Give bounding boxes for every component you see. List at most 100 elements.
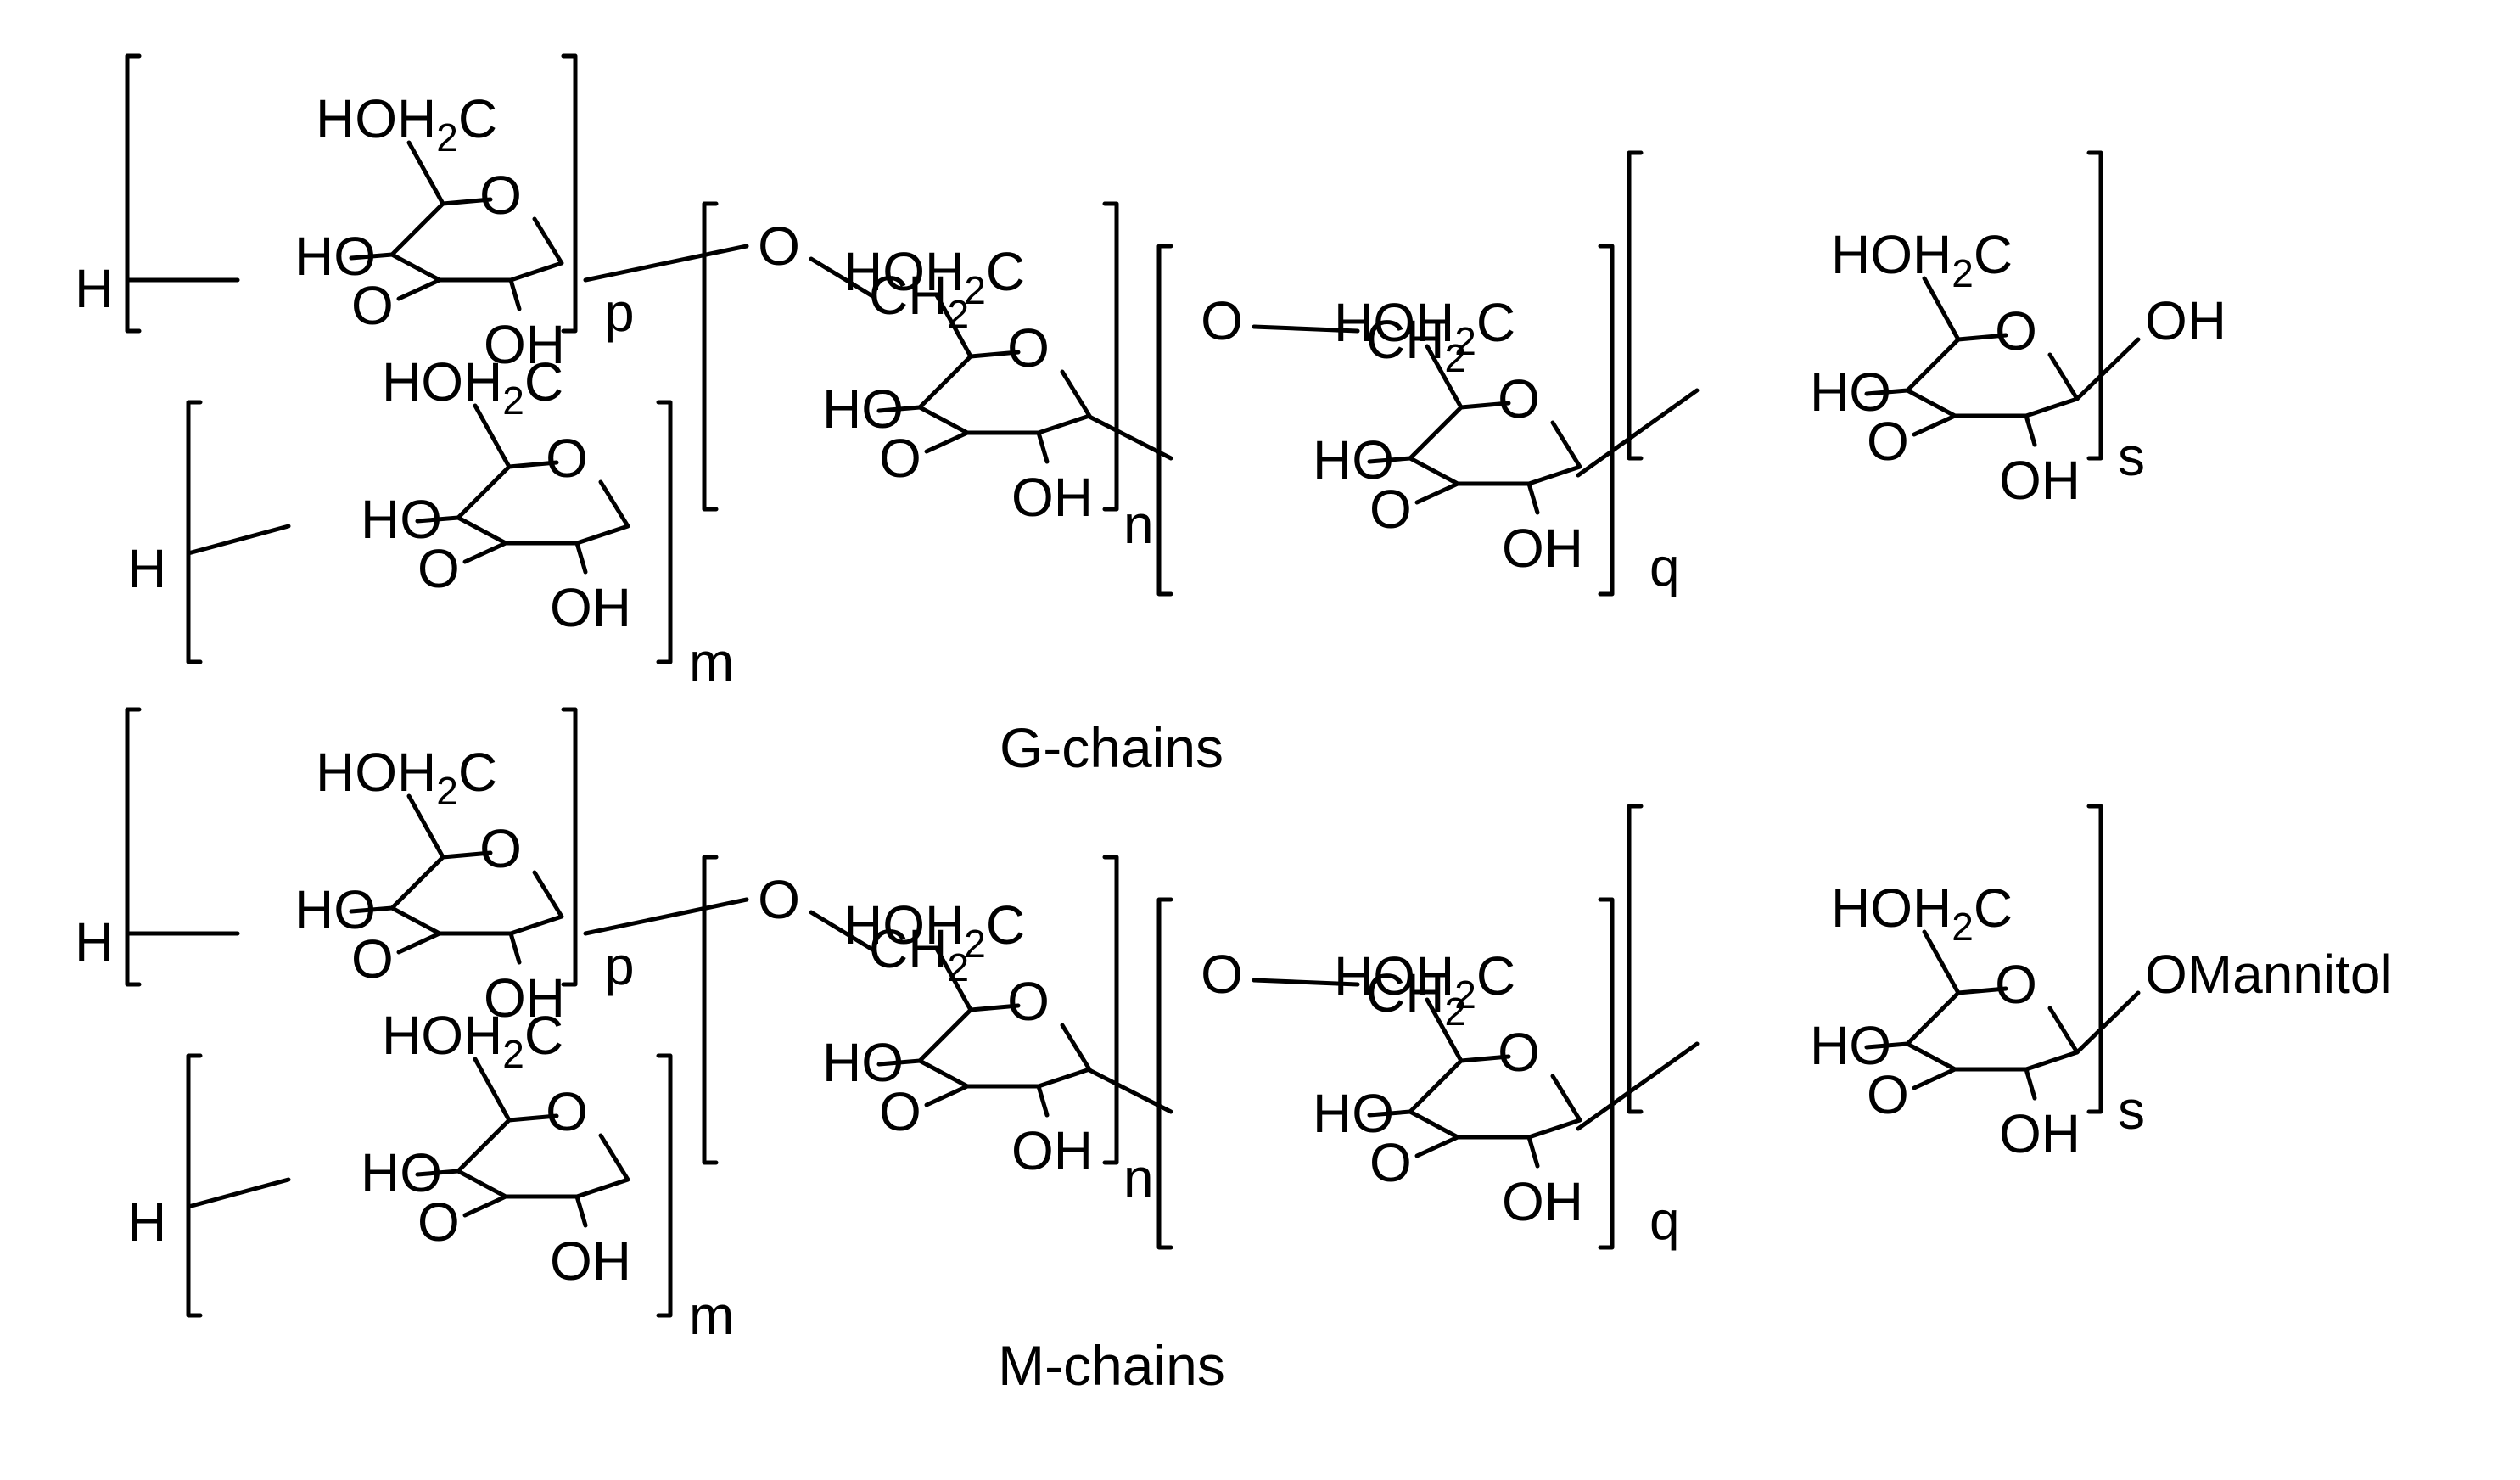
glycosidic-oxygen: O: [351, 275, 394, 336]
chain-caption: G-chains: [1000, 716, 1224, 779]
pyranose-ring: [917, 350, 1092, 435]
hydroxyl-group: HO: [822, 1032, 904, 1093]
ch2-bond: [1252, 324, 1360, 334]
chain-caption: M-chains: [998, 1334, 1225, 1397]
pyranose-ring: [456, 1113, 630, 1199]
glycosidic-oxygen: O: [1867, 1064, 1909, 1125]
ch2oh-group: HOH2C: [1831, 877, 2013, 949]
ch2-bond: [1252, 978, 1360, 987]
repeat-index-n: n: [1123, 494, 1154, 555]
repeat-index-p: p: [604, 935, 635, 996]
bracket-s-left: [1627, 804, 1644, 1114]
pyranose-ring: [1905, 986, 2080, 1072]
ho-bond: [876, 1058, 922, 1067]
ring-oxygen: O: [1995, 954, 2037, 1015]
ring-oxygen: O: [1995, 300, 2037, 362]
hydroxyl-group: HO: [294, 226, 376, 287]
glycosidic-oxygen: O: [351, 928, 394, 989]
glycosidic-bond: [1576, 388, 1700, 478]
ho-bond: [1864, 388, 1910, 396]
ch2oh-group: HOH2C: [1831, 224, 2013, 295]
glycosidic-bond: [583, 244, 749, 283]
hydroxyl-group: OH: [1011, 1120, 1093, 1181]
ch2oh-group: HOH2C: [843, 894, 1025, 966]
ring-oxygen: O: [479, 818, 522, 879]
ch2oh-group: HOH2C: [316, 88, 497, 160]
bracket-s-right: [2086, 150, 2103, 461]
ch2-group: CH2: [869, 265, 969, 336]
ho-bond: [1367, 1109, 1413, 1118]
ring-oxygen: O: [479, 165, 522, 226]
terminal-hydrogen: H: [75, 258, 114, 319]
hydroxyl-group: HO: [1313, 1083, 1394, 1144]
ho-bond: [1864, 1041, 1910, 1050]
h-bond: [186, 524, 291, 556]
pyranose-ring: [1905, 333, 2080, 418]
ch2-bond: [809, 256, 876, 300]
oh-bond: [1036, 1084, 1050, 1118]
repeat-index-m: m: [689, 631, 734, 692]
ho-bond: [876, 405, 922, 413]
ch2oh-group: HOH2C: [843, 241, 1025, 312]
ring-o-bond: [1912, 1067, 1957, 1090]
ch2oh-bond: [1922, 276, 1961, 342]
bracket-q-left: [1156, 897, 1173, 1250]
glycosidic-oxygen: O: [1201, 290, 1243, 351]
ch2oh-group: HOH2C: [382, 1005, 563, 1076]
ch2-bond: [809, 910, 876, 953]
bracket-q-right: [1598, 897, 1615, 1250]
hydroxyl-group: HO: [822, 378, 904, 440]
bracket-q-right: [1598, 244, 1615, 597]
ring-o-bond: [462, 541, 508, 564]
terminal-hydrogen: H: [127, 538, 166, 599]
pyranose-ring: [1408, 401, 1582, 486]
glycosidic-bond: [583, 897, 749, 936]
pyranose-ring: [456, 460, 630, 546]
hydroxyl-group: HO: [1810, 1015, 1891, 1076]
bracket-p-right: [561, 707, 578, 987]
ring-o-bond: [1912, 413, 1957, 437]
repeat-index-n: n: [1123, 1147, 1154, 1208]
terminal-group: OMannitol: [2145, 944, 2393, 1005]
bracket-m-left: [186, 1053, 203, 1318]
terminal-group: OH: [2145, 290, 2226, 351]
oh-bond: [2024, 1067, 2037, 1101]
pyranose-ring: [389, 197, 564, 283]
oh-bond: [574, 1194, 588, 1228]
bracket-m-right: [656, 1053, 673, 1318]
glycosidic-oxygen: O: [1201, 944, 1243, 1005]
hydroxyl-group: OH: [1502, 518, 1583, 579]
glycosidic-oxygen: O: [417, 538, 460, 599]
ring-oxygen: O: [546, 428, 588, 489]
hydroxyl-group: OH: [484, 314, 565, 375]
terminal-hydrogen: H: [127, 1191, 166, 1253]
ch2oh-bond: [934, 293, 973, 359]
ring-o-bond: [924, 430, 970, 454]
ch2oh-bond: [473, 1057, 512, 1123]
ch2oh-group: HOH2C: [1334, 292, 1515, 363]
bracket-n-left: [702, 201, 719, 512]
oh-bond: [2024, 413, 2037, 447]
ring-oxygen: O: [1498, 1022, 1540, 1083]
h-bond: [186, 1177, 291, 1209]
ring-o-bond: [1414, 481, 1460, 505]
oh-bond: [574, 541, 588, 575]
ch2oh-bond: [1425, 997, 1464, 1063]
ho-bond: [415, 1169, 461, 1177]
terminal-bond: [2075, 990, 2141, 1055]
ch2oh-bond: [406, 793, 445, 860]
ch2oh-group: HOH2C: [316, 742, 497, 813]
ho-bond: [415, 515, 461, 524]
ho-bond: [1367, 456, 1413, 464]
pyranose-ring: [1408, 1054, 1582, 1140]
ch2oh-bond: [934, 946, 973, 1012]
repeat-index-q: q: [1649, 536, 1680, 597]
oh-bond: [508, 278, 522, 311]
glycosidic-oxygen: O: [758, 869, 800, 930]
repeat-index-p: p: [604, 282, 635, 343]
ring-oxygen: O: [1007, 971, 1050, 1032]
ch2-group: CH2: [869, 918, 969, 989]
